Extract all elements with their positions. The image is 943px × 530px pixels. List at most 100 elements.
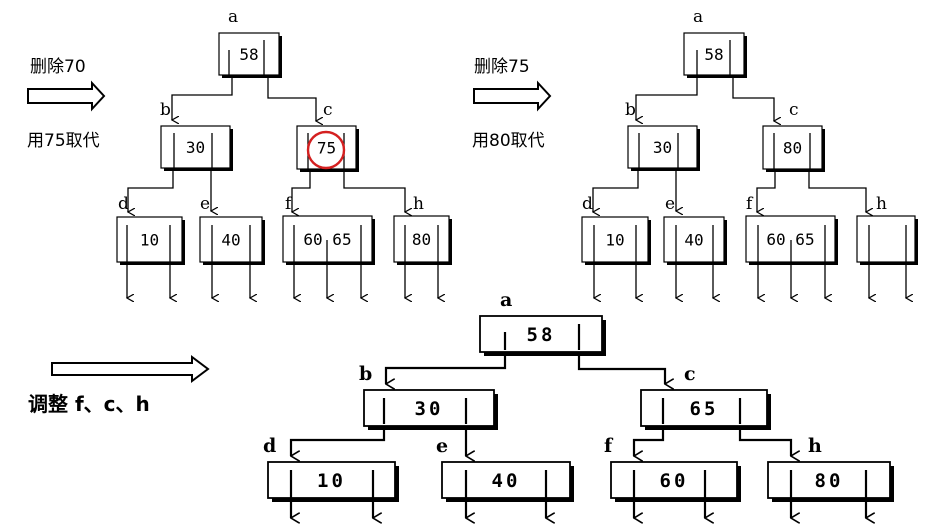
node-keys: 10 xyxy=(605,231,624,250)
node-label: c xyxy=(789,100,799,120)
node-a: 58 a xyxy=(479,289,606,356)
node-h: 80 h xyxy=(767,435,894,518)
node-keys: 60 65 xyxy=(303,230,351,249)
node-keys: 80 xyxy=(412,230,431,249)
node-box xyxy=(762,125,823,170)
node-box xyxy=(296,125,357,170)
node-label: f xyxy=(746,194,754,214)
node-box xyxy=(767,461,891,499)
node-keys: 10 xyxy=(140,231,159,250)
step1-caption: 删除70 用75取代 xyxy=(27,57,106,151)
node-b: 30 b xyxy=(359,363,498,430)
node-label: d xyxy=(118,194,129,214)
node-f: 60 65 f xyxy=(745,194,838,298)
step1-top-text: 删除70 xyxy=(30,57,86,77)
node-keys: 60 xyxy=(660,470,689,492)
node-f: 60 f xyxy=(604,435,741,518)
node-d: 10 d xyxy=(263,435,399,518)
node-label: h xyxy=(413,194,424,214)
node-label: a xyxy=(500,289,512,311)
node-box xyxy=(610,461,738,499)
pointer-arrow xyxy=(128,168,174,212)
node-box xyxy=(116,216,183,263)
tree1: 58a 30 b 75 c 10 d 40 e 60 65 f 80 h xyxy=(116,7,452,298)
step1-bottom-text: 用75取代 xyxy=(27,131,100,151)
node-box xyxy=(663,216,725,263)
pointer-arrow xyxy=(808,169,866,212)
node-keys: 80 xyxy=(815,470,844,492)
node-keys: 80 xyxy=(783,139,802,158)
pointer-arrow xyxy=(343,169,405,212)
node-box xyxy=(581,216,649,263)
step2-bottom-text: 用80取代 xyxy=(472,131,545,151)
node-label: d xyxy=(263,435,276,457)
node-label: f xyxy=(285,194,293,214)
node-box xyxy=(160,125,231,169)
node-keys: 30 xyxy=(415,398,444,420)
node-label: a xyxy=(228,7,238,27)
node-label: b xyxy=(359,363,372,385)
node-box xyxy=(199,216,263,263)
node-keys: 58 xyxy=(527,324,556,346)
node-a: 58a xyxy=(218,7,282,78)
node-f: 60 65 f xyxy=(282,194,375,298)
step1-arrow-icon xyxy=(27,80,106,112)
node-label: a xyxy=(693,7,703,27)
highlight-circle xyxy=(306,130,346,170)
node-label: e xyxy=(665,194,675,214)
step3-arrow-icon xyxy=(51,355,210,383)
node-box xyxy=(683,32,745,76)
pointer-arrow xyxy=(732,78,774,121)
pointer-arrow xyxy=(757,169,776,212)
node-d: 10 d xyxy=(581,194,651,298)
node-keys: 10 xyxy=(317,470,346,492)
node-e: 40 e xyxy=(199,194,265,298)
node-keys: 60 65 xyxy=(766,230,814,249)
node-b: 30 b xyxy=(625,100,700,171)
node-label: h xyxy=(876,194,887,214)
node-label: b xyxy=(625,100,636,120)
node-h: 80 h xyxy=(393,194,452,298)
node-keys: 30 xyxy=(186,138,205,157)
node-keys: 65 xyxy=(690,398,719,420)
node-label: e xyxy=(200,194,210,214)
node-keys: 40 xyxy=(684,231,703,250)
node-keys: 40 xyxy=(221,231,240,250)
tree2: 58a 30 b 80 c 10 d 40 e 60 65 f h xyxy=(581,7,918,298)
node-keys: 58 xyxy=(239,45,258,64)
pointer-arrow xyxy=(172,78,233,120)
node-label: b xyxy=(160,100,171,120)
pointer-arrow xyxy=(636,78,698,120)
node-box xyxy=(479,315,603,353)
step3-text: 调整 f、c、h xyxy=(28,392,150,416)
pointer-arrow xyxy=(593,168,639,212)
step2-caption: 删除75 用80取代 xyxy=(472,57,552,151)
node-a: 58a xyxy=(683,7,747,78)
step3-caption: 调整 f、c、h xyxy=(28,355,210,416)
node-keys: 58 xyxy=(704,45,723,64)
node-h: h xyxy=(856,194,918,298)
node-box xyxy=(856,215,916,263)
node-box xyxy=(363,389,495,427)
node-b: 30 b xyxy=(160,100,233,171)
step2-top-text: 删除75 xyxy=(474,57,530,77)
node-keys: 40 xyxy=(492,470,521,492)
node-e: 40e xyxy=(436,435,574,518)
node-label: f xyxy=(604,435,614,457)
node-keys: 75 xyxy=(317,139,336,158)
node-box xyxy=(393,215,450,263)
node-label: c xyxy=(323,100,333,120)
node-c: 80 c xyxy=(762,100,825,172)
node-c: 65 c xyxy=(640,363,771,430)
node-keys: 30 xyxy=(653,138,672,157)
tree3: 58 a 30 b 65 c 10 d 40e 60 f 80 h xyxy=(263,289,894,518)
node-label: c xyxy=(684,363,696,385)
node-e: 40 e xyxy=(663,194,727,298)
node-label: h xyxy=(808,435,822,457)
pointer-arrow xyxy=(267,78,316,121)
node-label: d xyxy=(582,194,593,214)
node-d: 10 d xyxy=(116,194,185,298)
node-c: 75 c xyxy=(296,100,359,172)
